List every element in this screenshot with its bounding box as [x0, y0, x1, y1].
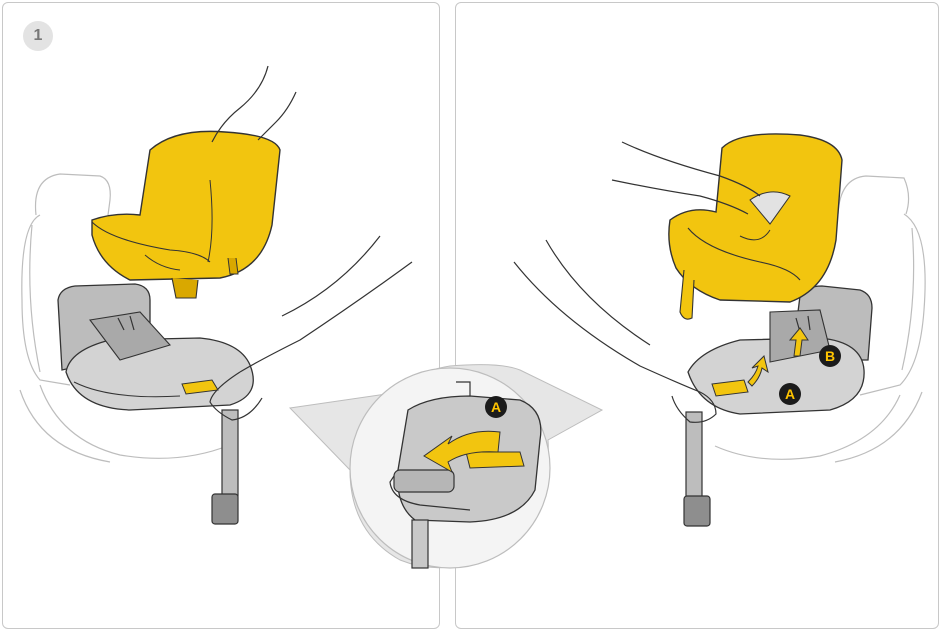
isofix-base-right: A B [684, 286, 872, 526]
marker-a-right: A [779, 383, 801, 405]
marker-a-callout: A [485, 396, 507, 418]
child-seat-left [92, 131, 280, 298]
marker-b-right: B [819, 345, 841, 367]
isofix-base-left [58, 284, 253, 524]
hand-top-left [212, 66, 296, 142]
svg-text:B: B [825, 348, 835, 364]
detail-callout: A [290, 365, 602, 568]
svg-text:A: A [491, 399, 501, 415]
svg-text:A: A [785, 386, 795, 402]
